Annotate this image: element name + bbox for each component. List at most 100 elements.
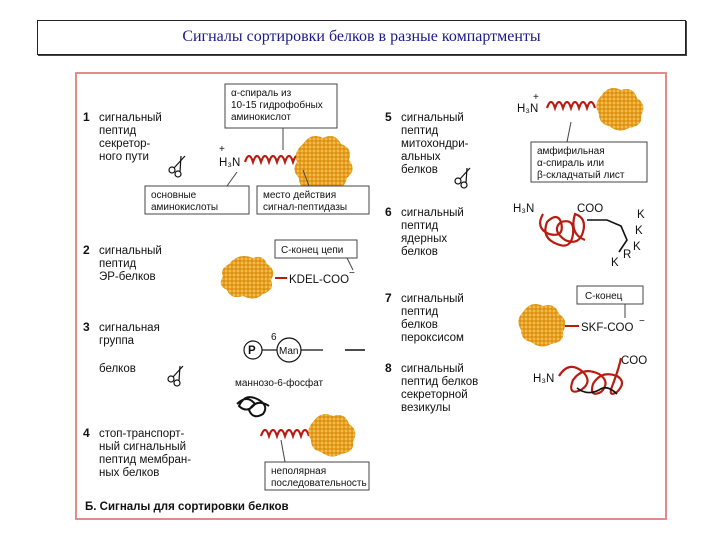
item-1-h3n: H₃N <box>219 157 240 169</box>
item-5-number: 5 <box>385 110 392 124</box>
callout-nonpolar-line-1: неполярная <box>271 466 326 477</box>
callout-cleavage: место действия сигнал-пептидазы <box>256 169 370 215</box>
item-1-number: 1 <box>83 110 90 124</box>
position-six: 6 <box>271 332 277 343</box>
protein-blob-4 <box>308 414 356 457</box>
item-1-line-3: секретор- <box>99 138 151 150</box>
item-6-number: 6 <box>385 205 392 219</box>
tangled-chain-6 <box>538 212 586 247</box>
item-1: 1 сигнальный пептид секретор- ного пути … <box>83 83 370 215</box>
item-8-line-2: пептид белков <box>401 376 478 388</box>
item-4-number: 4 <box>83 426 90 440</box>
item-1-plus: + <box>219 144 225 155</box>
item-7-line-1: сигнальный <box>401 293 464 305</box>
tangled-chain-3 <box>236 396 270 418</box>
callout-cleavage-line-2: сигнал-пептидазы <box>263 202 347 213</box>
signal-helix-1 <box>243 154 303 166</box>
tangled-chain-8-dark <box>576 386 618 395</box>
protein-blob-7 <box>518 304 566 347</box>
callout-basic-line-1: основные <box>151 190 197 201</box>
item-5-plus: + <box>533 92 539 103</box>
scissors-icon <box>454 167 471 189</box>
callout-basic-aa: основные аминокислоты <box>144 171 250 215</box>
item-4-line-1: стоп-транспорт- <box>99 428 185 440</box>
item-6-line-4: белков <box>401 246 438 258</box>
item-8-line-4: везикулы <box>401 402 450 414</box>
sorting-signals-diagram: 1 сигнальный пептид секретор- ного пути … <box>83 83 648 513</box>
item-5-line-1: сигнальный <box>401 112 464 124</box>
item-2-number: 2 <box>83 243 90 257</box>
item-8-coo: COO <box>621 355 647 367</box>
item-1-line-4: ного пути <box>99 151 149 163</box>
item-6-line-3: ядерных <box>401 233 447 245</box>
protein-blob-2 <box>220 256 274 299</box>
callout-c-end-chain-text: С-конец цепи <box>281 245 343 256</box>
item-7: 7 сигнальный пептид белков пероксисом С-… <box>385 285 645 347</box>
callout-cleavage-line-1: место действия <box>263 190 336 201</box>
callout-alpha-line-1: α-спираль из <box>231 88 292 99</box>
item-2: 2 сигнальный пептид ЭР-белков С-конец це… <box>83 239 358 299</box>
item-4: 4 стоп-транспорт- ный сигнальный пептид … <box>83 414 370 491</box>
item-2-line-3: ЭР-белков <box>99 271 156 283</box>
item-7-line-2: пептид <box>401 306 439 318</box>
callout-amphiphilic: амфифильная α-спираль или β-складчатый л… <box>530 121 648 183</box>
skf-label: SKF-COO <box>581 322 633 334</box>
item-8: 8 сигнальный пептид белков секреторной в… <box>385 355 647 414</box>
figure-panel: 1 сигнальный пептид секретор- ного пути … <box>75 72 667 520</box>
item-1-line-1: сигнальный <box>99 112 162 124</box>
callout-amphiphilic-line-2: α-спираль или <box>537 158 604 169</box>
r-label: R <box>623 249 631 261</box>
callout-alpha-line-3: аминокислот <box>231 112 291 123</box>
phosphate-label: P <box>248 345 256 357</box>
item-4-line-2: ный сигнальный <box>99 441 186 453</box>
item-8-h3n: H₃N <box>533 373 554 385</box>
item-3-line-1: сигнальная <box>99 322 160 334</box>
callout-c-end: С-конец <box>576 285 644 318</box>
k-label-4: K <box>611 257 619 269</box>
item-6-line-1: сигнальный <box>401 207 464 219</box>
item-6: 6 сигнальный пептид ядерных белков H₃N C… <box>385 203 645 269</box>
callout-amphiphilic-line-3: β-складчатый лист <box>537 170 625 181</box>
callout-nonpolar-line-2: последовательность <box>271 478 367 489</box>
scissors-icon <box>168 155 186 178</box>
scissors-icon <box>167 365 184 387</box>
title-box: Сигналы сортировки белков в разные компа… <box>37 20 686 55</box>
item-5-line-2: пептид <box>401 125 439 137</box>
item-3: 3 сигнальная группа белков P 6 Man манно… <box>83 320 365 418</box>
k-label-2: K <box>635 225 643 237</box>
protein-blob-5 <box>596 88 644 131</box>
item-3-line-4: белков <box>99 363 136 375</box>
callout-amphiphilic-line-1: амфифильная <box>537 145 605 157</box>
item-7-number: 7 <box>385 291 392 305</box>
figure-caption: Б. Сигналы для сортировки белков <box>85 501 289 513</box>
item-5-line-5: белков <box>401 164 438 176</box>
callout-c-end-chain: С-конец цепи <box>274 239 358 271</box>
signal-helix-5 <box>545 100 597 112</box>
item-5-line-3: митохондри- <box>401 138 469 150</box>
callout-nonpolar: неполярная последовательность <box>264 439 370 491</box>
item-3-line-2: группа <box>99 335 135 347</box>
item-5-h3n: H₃N <box>517 103 538 115</box>
signal-helix-4 <box>259 428 311 440</box>
item-6-coo: COO <box>577 203 603 215</box>
item-4-line-3: пептид мембран- <box>99 454 191 466</box>
callout-c-end-text: С-конец <box>585 291 623 302</box>
mannose-6-phosphate-label: маннозо-6-фосфат <box>235 377 324 389</box>
slide-title: Сигналы сортировки белков в разные компа… <box>182 28 541 45</box>
item-6-h3n: H₃N <box>513 203 534 215</box>
item-4-line-4: ных белков <box>99 467 159 479</box>
item-8-line-3: секреторной <box>401 389 468 401</box>
item-7-line-3: белков <box>401 319 438 331</box>
item-2-line-1: сигнальный <box>99 245 162 257</box>
kdel-label: KDEL-COO <box>289 274 349 286</box>
kdel-minus: − <box>349 268 355 279</box>
k-label-3: K <box>633 241 641 253</box>
item-2-line-2: пептид <box>99 258 137 270</box>
callout-alpha-line-2: 10-15 гидрофобных <box>231 99 323 111</box>
item-7-line-4: пероксисом <box>401 332 464 344</box>
item-5-line-4: альных <box>401 151 441 163</box>
protein-blob-1 <box>294 136 353 192</box>
callout-alpha-helix: α-спираль из 10-15 гидрофобных аминокисл… <box>224 83 338 150</box>
callout-basic-line-2: аминокислоты <box>151 202 218 213</box>
skf-minus: − <box>639 316 645 327</box>
